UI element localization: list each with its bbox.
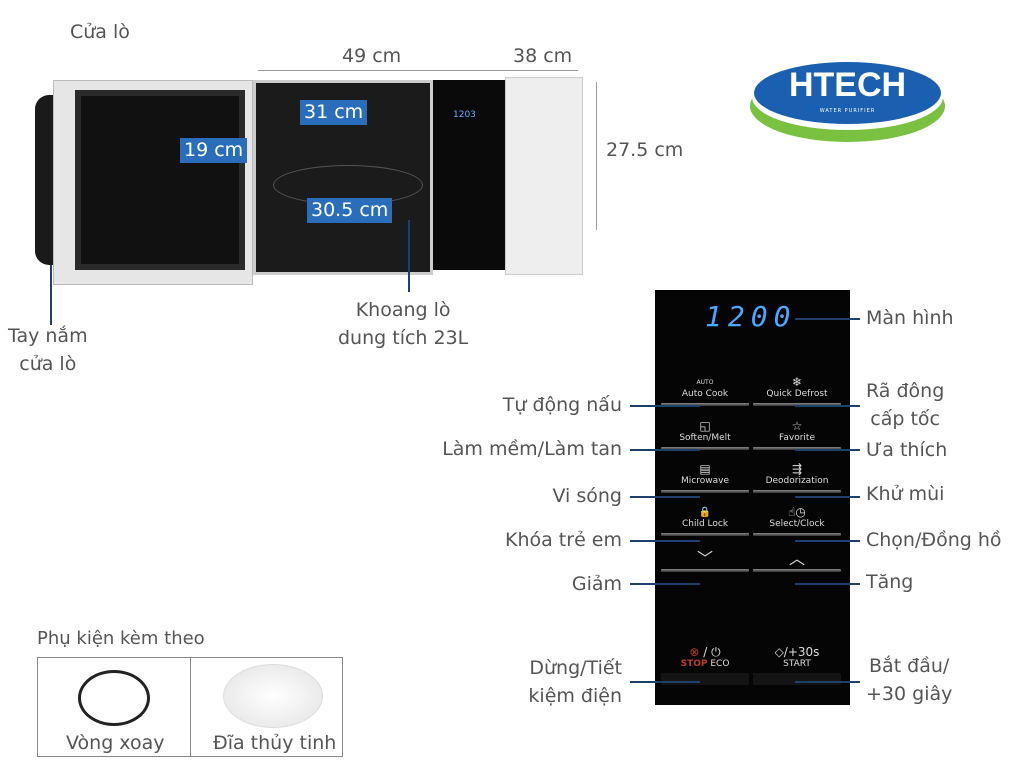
control-strip: [433, 80, 505, 270]
accessory-glass-plate: Đĩa thủy tinh: [213, 732, 337, 754]
callout-child-lock: Khóa trẻ em: [505, 529, 622, 551]
star-icon: ☆: [791, 419, 803, 433]
logo-text: HTECH: [788, 66, 907, 104]
child-lock-button[interactable]: 🔒Child Lock: [661, 506, 749, 536]
logo-subtext: WATER PURIFIER: [819, 108, 876, 114]
microwave-button[interactable]: ▤Microwave: [661, 463, 749, 493]
door-label: Cửa lò: [70, 21, 130, 43]
htech-logo: HTECH WATER PURIFIER: [750, 62, 945, 142]
defrost-icon: ❄: [791, 375, 803, 389]
callout-auto-cook: Tự động nấu: [502, 394, 622, 416]
chevron-down-icon: ﹀: [696, 549, 713, 568]
soften-melt-button[interactable]: ◱Soften/Melt: [661, 420, 749, 450]
lock-icon: 🔒: [698, 507, 712, 518]
favorite-button[interactable]: ☆Favorite: [753, 420, 841, 450]
callout-microwave: Vi sóng: [552, 485, 622, 507]
depth-dim: 38 cm: [513, 45, 573, 67]
callout-start: Bắt đầu/+30 giây: [866, 655, 953, 705]
microwave-icon: ▤: [699, 462, 711, 476]
chevron-up-icon: ︿: [788, 549, 805, 568]
callout-favorite: Ưa thích: [866, 439, 948, 461]
body-side: [505, 77, 583, 275]
callout-decrease: Giảm: [571, 573, 622, 595]
stop-icon: ⊗: [689, 645, 700, 659]
quick-defrost-button[interactable]: ❄Quick Defrost: [753, 376, 841, 406]
panel-display: 1200: [705, 300, 797, 333]
stop-eco-button[interactable]: ⊗ / ⏻STOP ECO: [661, 646, 749, 685]
mini-display: 1203: [453, 110, 476, 120]
select-clock-button[interactable]: ☝◷Select/Clock: [753, 506, 841, 536]
inner-width-dim: 31 cm: [300, 100, 368, 125]
turntable-dim: 30.5 cm: [307, 198, 393, 223]
callout-soften-melt: Làm mềm/Làm tan: [442, 438, 622, 460]
start-icon: ◇: [774, 645, 784, 659]
width-dim: 49 cm: [342, 45, 402, 67]
glass-plate-image: [223, 664, 323, 728]
accessory-roller-ring: Vòng xoay: [66, 732, 165, 754]
increase-button[interactable]: ︿: [753, 549, 841, 572]
clock-icon: ☝◷: [788, 505, 806, 519]
deodorization-button[interactable]: ⇶Deodorization: [753, 463, 841, 493]
accessories-title: Phụ kiện kèm theo: [37, 628, 205, 649]
callout-increase: Tăng: [866, 571, 914, 593]
deodorization-icon: ⇶: [791, 462, 803, 476]
auto-icon: AUTO: [696, 379, 714, 386]
door-handle: [35, 95, 57, 265]
inner-height-dim: 19 cm: [180, 138, 248, 163]
microwave-image: 1203: [35, 75, 585, 290]
soften-icon: ◱: [699, 419, 711, 433]
height-dim: 27.5 cm: [606, 139, 684, 161]
callout-display: Màn hình: [866, 307, 954, 329]
callout-select-clock: Chọn/Đồng hồ: [866, 529, 1002, 551]
callout-deodorization: Khử mùi: [866, 483, 945, 505]
roller-ring-image: [78, 670, 150, 726]
door-window: [75, 90, 245, 270]
decrease-button[interactable]: ﹀: [661, 549, 749, 572]
accessories-box: Vòng xoay Đĩa thủy tinh: [37, 657, 343, 757]
eco-plug-icon: ⏻: [711, 645, 721, 659]
